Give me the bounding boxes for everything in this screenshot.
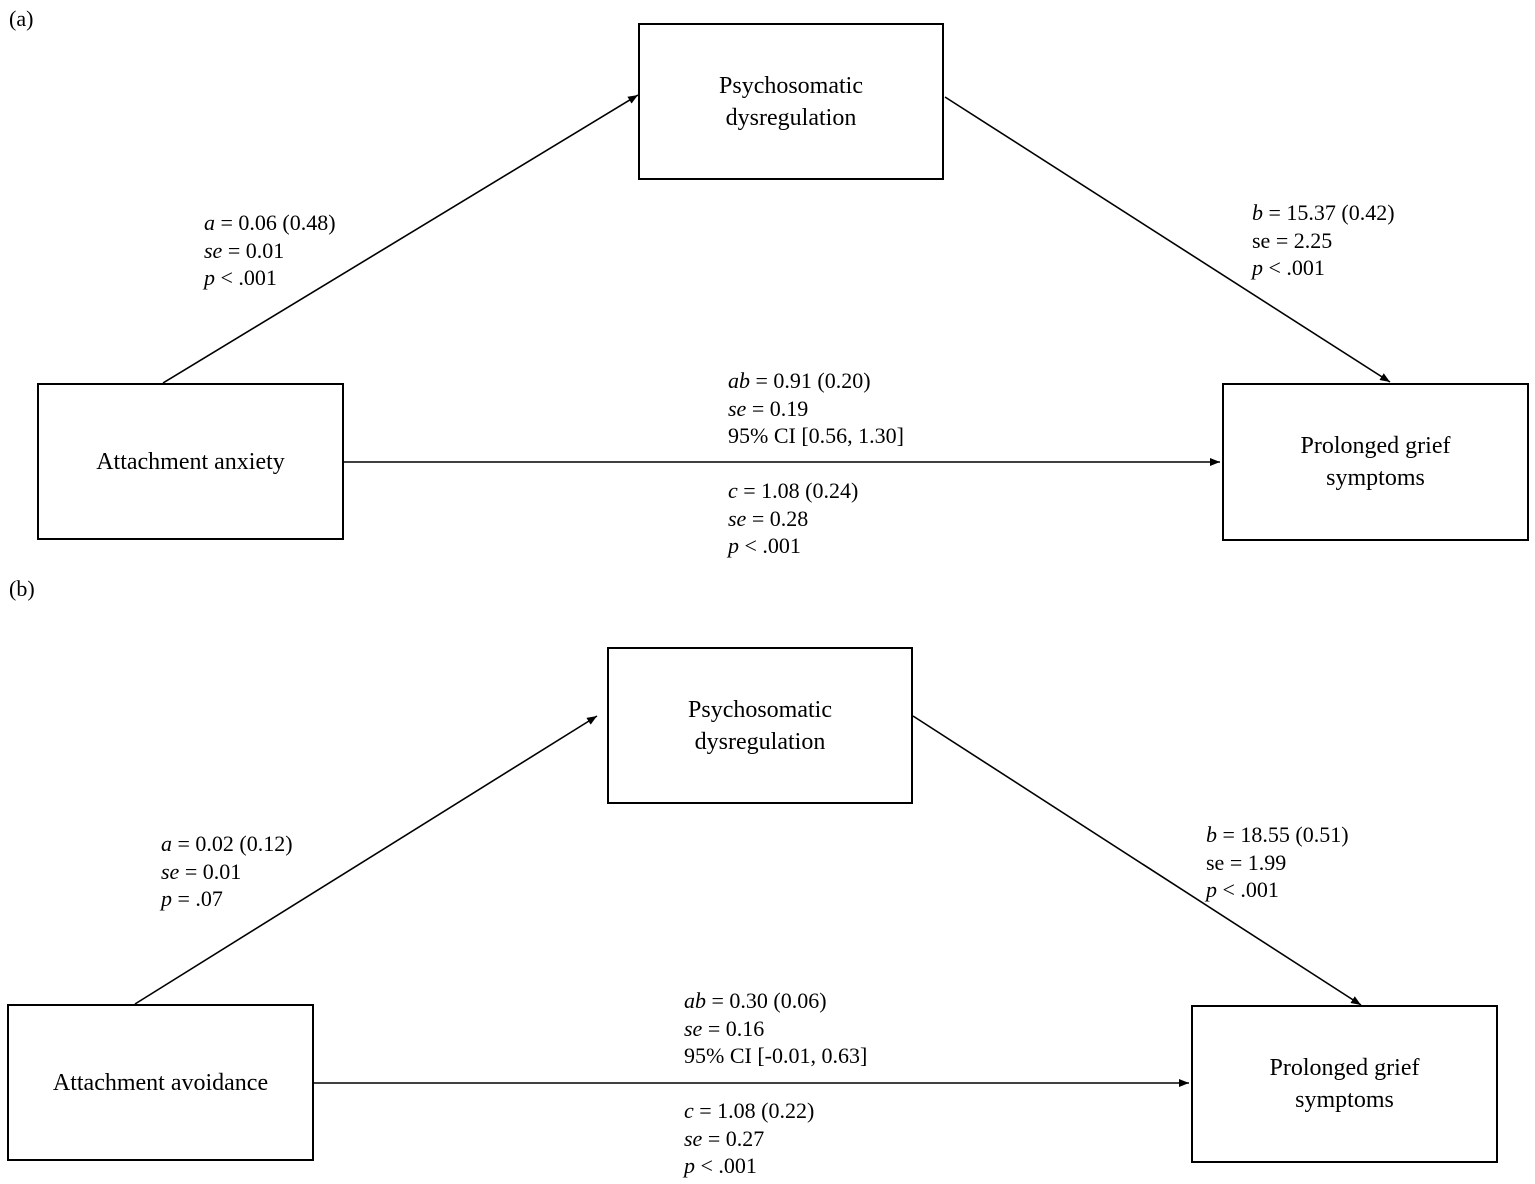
stat-path-b-p-val: < .001	[1263, 255, 1325, 280]
stat-path-a-se-sym: se	[161, 858, 180, 884]
stat-path-b-sym: b	[1252, 200, 1263, 225]
arrow-b-path-a	[134, 715, 598, 1005]
arrow-a-path-a	[162, 94, 639, 384]
arrow-a-path-b	[944, 96, 1391, 383]
panel-a-label: (a)	[9, 6, 34, 31]
stat-path-c-sym: c	[728, 478, 738, 503]
stat-path-a-val: = 0.06 (0.48)	[215, 210, 336, 235]
stat-path-ab-se-sym: se	[684, 1015, 703, 1041]
stat-path-ab-val: = 0.91 (0.20)	[750, 368, 871, 393]
panel-a-predictor-label: Attachment anxiety	[96, 448, 285, 475]
stat-path-b-sym: b	[1206, 822, 1217, 847]
stat-path-c-sym: c	[684, 1098, 694, 1123]
stat-path-ab-se-val: = 0.19	[746, 395, 809, 421]
stat-path-a-p-sym: p	[204, 265, 215, 290]
stat-path-c-p-val: < .001	[695, 1153, 757, 1178]
panel-a-outcome-line1: Prolonged grief	[1300, 433, 1451, 459]
stat-path-ab-val: = 0.30 (0.06)	[706, 988, 827, 1013]
panel-a-path-a-stats: a = 0.06 (0.48) se = 0.01 p < .001	[204, 209, 336, 292]
panel-b-mediator-line2: dysregulation	[694, 728, 826, 755]
stat-path-b-se-text: se = 2.25	[1252, 227, 1333, 253]
stat-path-b-p-sym: p	[1206, 877, 1217, 902]
panel-a-mediator-box: Psychosomatic dysregulation	[638, 23, 944, 180]
stat-path-c-p-val: < .001	[739, 533, 801, 558]
panel-b-outcome-line2: symptoms	[1295, 1087, 1394, 1113]
panel-b-outcome-box: Prolonged grief symptoms	[1191, 1005, 1498, 1163]
stat-path-a-p-sym: p	[161, 886, 172, 911]
stat-path-c-se-sym: se	[728, 505, 747, 531]
stat-path-ab-sym: ab	[728, 368, 750, 393]
stat-path-ab-se-sym: se	[728, 395, 747, 421]
panel-a-mediator-line1: Psychosomatic	[719, 72, 863, 99]
panel-b-predictor-label: Attachment avoidance	[52, 1069, 269, 1096]
stat-path-c-val: = 1.08 (0.22)	[693, 1098, 815, 1123]
stat-path-a-p-val: = .07	[172, 886, 223, 911]
panel-a-outcome-box: Prolonged grief symptoms	[1222, 383, 1529, 541]
panel-b-mediator-box: Psychosomatic dysregulation	[607, 647, 913, 804]
panel-b-path-a-stats: a = 0.02 (0.12) se = 0.01 p = .07	[161, 830, 293, 913]
panel-b-predictor-box: Attachment avoidance	[7, 1004, 314, 1161]
stat-path-c-p-sym: p	[728, 533, 739, 558]
panel-a-outcome-line2: symptoms	[1326, 465, 1425, 491]
stat-path-c-se-val: = 0.27	[702, 1125, 765, 1151]
stat-path-a-sym: a	[204, 210, 215, 235]
stat-path-c-se-val: = 0.28	[746, 505, 809, 531]
panel-a-path-c-stats: c = 1.08 (0.24) se = 0.28 p < .001	[728, 477, 858, 560]
stat-path-b-p-sym: p	[1252, 255, 1263, 280]
panel-b-path-c-stats: c = 1.08 (0.22) se = 0.27 p < .001	[684, 1097, 814, 1180]
stat-path-b-val: = 15.37 (0.42)	[1263, 200, 1395, 225]
stat-path-b-se-text: se = 1.99	[1206, 849, 1287, 875]
stat-path-ab-ci: 95% CI [-0.01, 0.63]	[684, 1043, 868, 1068]
stat-path-b-val: = 18.55 (0.51)	[1217, 822, 1349, 847]
panel-a-predictor-box: Attachment anxiety	[37, 383, 344, 540]
panel-a-path-b-stats: b = 15.37 (0.42) se = 2.25 p < .001	[1252, 199, 1395, 282]
panel-b-outcome-line1: Prolonged grief	[1269, 1055, 1420, 1081]
panel-b-path-b-stats: b = 18.55 (0.51) se = 1.99 p < .001	[1206, 821, 1349, 904]
stat-path-a-se-val: = 0.01	[222, 237, 285, 263]
stat-path-ab-sym: ab	[684, 988, 706, 1013]
stat-path-ab-se-val: = 0.16	[702, 1015, 765, 1041]
stat-path-a-sym: a	[161, 831, 172, 856]
stat-path-a-p-val: < .001	[215, 265, 277, 290]
arrow-b-path-b	[912, 715, 1362, 1006]
panel-b-path-ab-stats: ab = 0.30 (0.06) se = 0.16 95% CI [-0.01…	[684, 987, 867, 1070]
panel-b-label: (b)	[9, 576, 35, 601]
stat-path-ab-ci: 95% CI [0.56, 1.30]	[728, 423, 904, 448]
stat-path-a-val: = 0.02 (0.12)	[172, 831, 293, 856]
stat-path-c-p-sym: p	[684, 1153, 695, 1178]
stat-path-a-se-sym: se	[204, 237, 223, 263]
panel-a-mediator-line2: dysregulation	[725, 104, 857, 131]
stat-path-c-se-sym: se	[684, 1125, 703, 1151]
panel-b-mediator-line1: Psychosomatic	[688, 696, 832, 723]
stat-path-c-val: = 1.08 (0.24)	[737, 478, 859, 503]
panel-a-path-ab-stats: ab = 0.91 (0.20) se = 0.19 95% CI [0.56,…	[728, 367, 904, 450]
stat-path-a-se-val: = 0.01	[179, 858, 242, 884]
stat-path-b-p-val: < .001	[1217, 877, 1279, 902]
